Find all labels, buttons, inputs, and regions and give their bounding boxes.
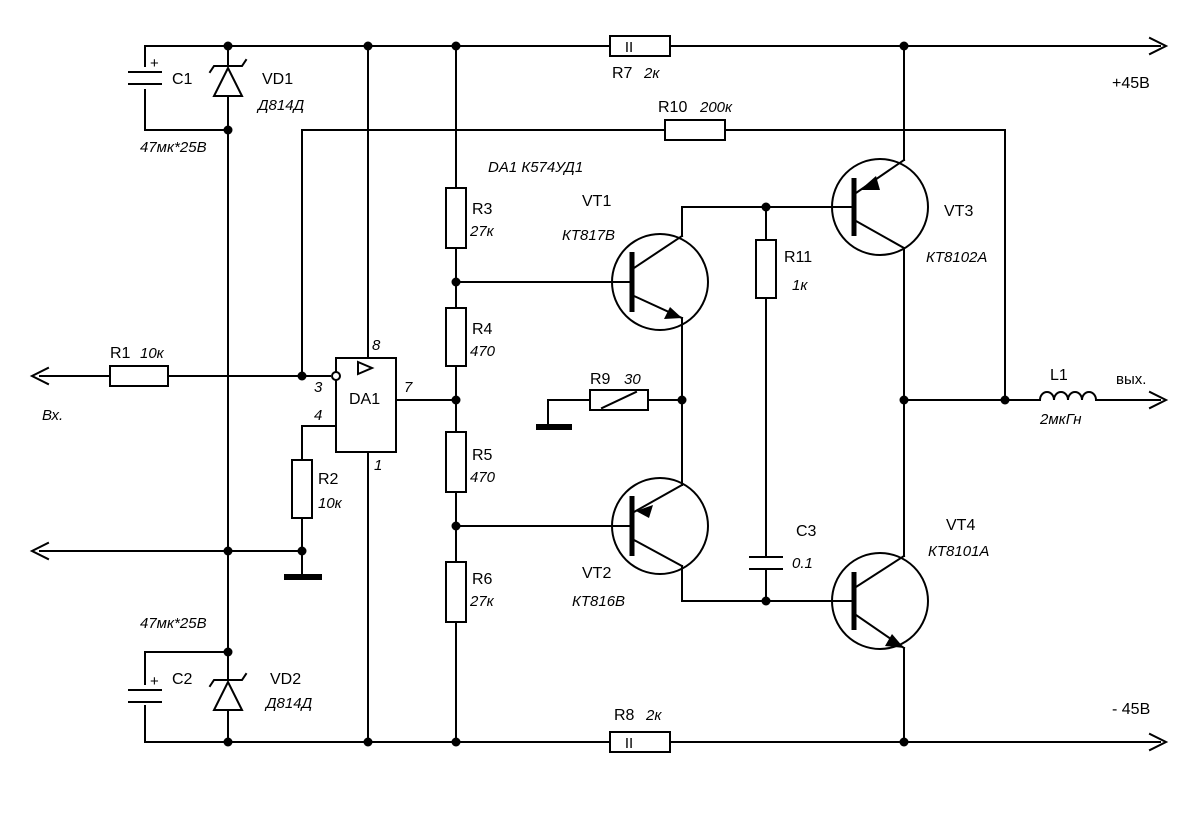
r8-name: R8 xyxy=(614,707,635,724)
r7-name: R7 xyxy=(612,65,633,82)
r1-name: R1 xyxy=(110,345,131,362)
resistor-r6 xyxy=(445,561,467,623)
ground-symbol xyxy=(536,424,572,430)
r9-name: R9 xyxy=(590,371,611,388)
vt2-type: КТ816В xyxy=(572,593,625,610)
c2-value: 47мк*25В xyxy=(140,615,207,632)
capacitor-c2: + xyxy=(128,673,162,703)
da1-pin4: 4 xyxy=(314,407,322,424)
junction-dots xyxy=(223,41,1010,747)
vt1-name: VT1 xyxy=(582,193,611,210)
resistor-r4 xyxy=(445,307,467,367)
r11-name: R11 xyxy=(784,249,812,266)
r7-value: 2к xyxy=(643,65,660,82)
da1-name: DA1 xyxy=(349,391,380,408)
l1-value: 2мкГн xyxy=(1039,411,1081,428)
vt4-type: КТ8101А xyxy=(928,543,989,560)
c2-name: C2 xyxy=(172,671,193,688)
c1-value: 47мк*25В xyxy=(140,139,207,156)
r3-value: 27к xyxy=(469,223,495,240)
vt3-type: КТ8102А xyxy=(926,249,987,266)
c2-plus: + xyxy=(150,673,159,690)
capacitor-c1: + xyxy=(128,55,162,85)
r2-value: 10к xyxy=(318,495,343,512)
r5-name: R5 xyxy=(472,447,493,464)
input-label: Вх. xyxy=(42,407,63,424)
vd1-type: Д814Д xyxy=(256,97,305,114)
resistor-r10 xyxy=(664,119,726,141)
inductor-l1 xyxy=(1038,391,1098,402)
vt2-name: VT2 xyxy=(582,565,611,582)
r5-value: 470 xyxy=(470,469,496,486)
c3-name: C3 xyxy=(796,523,817,540)
r7-fuse-mark: II xyxy=(625,39,633,56)
c1-plus: + xyxy=(150,55,159,72)
resistor-r1 xyxy=(109,365,169,387)
da1-pin3: 3 xyxy=(314,379,323,396)
zener-vd2 xyxy=(208,672,248,711)
r1-value: 10к xyxy=(140,345,165,362)
vd2-type: Д814Д xyxy=(264,695,313,712)
vd2-name: VD2 xyxy=(270,671,301,688)
r4-name: R4 xyxy=(472,321,493,338)
da1-pin8: 8 xyxy=(372,337,381,354)
r8-fuse-mark: II xyxy=(625,735,633,752)
transistor-vt2 xyxy=(611,477,709,575)
resistor-r7 xyxy=(609,35,671,57)
zener-vd1 xyxy=(208,58,248,97)
positive-rail-label: +45В xyxy=(1112,75,1150,92)
wires xyxy=(29,36,1169,752)
da1-pin7: 7 xyxy=(404,379,413,396)
r6-value: 27к xyxy=(469,593,495,610)
r8-value: 2к xyxy=(645,707,662,724)
vd1-name: VD1 xyxy=(262,71,293,88)
resistor-r3 xyxy=(445,187,467,249)
l1-name: L1 xyxy=(1050,367,1068,384)
opamp-da1 xyxy=(331,357,397,453)
r10-value: 200к xyxy=(699,99,733,116)
r2-name: R2 xyxy=(318,471,339,488)
negative-rail-label: - 45В xyxy=(1112,701,1150,718)
c1-name: C1 xyxy=(172,71,193,88)
r3-name: R3 xyxy=(472,201,493,218)
vt3-name: VT3 xyxy=(944,203,973,220)
resistor-r2 xyxy=(291,459,313,519)
transistor-vt4 xyxy=(831,552,929,650)
c3-value: 0.1 xyxy=(792,555,813,572)
r9-value: 30 xyxy=(624,371,641,388)
r11-value: 1к xyxy=(792,277,808,294)
capacitor-c3 xyxy=(749,556,783,570)
resistor-r5 xyxy=(445,431,467,493)
resistor-r11 xyxy=(755,239,777,299)
transistor-vt3 xyxy=(831,158,929,256)
vt4-name: VT4 xyxy=(946,517,975,534)
r4-value: 470 xyxy=(470,343,496,360)
vt1-type: КТ817В xyxy=(562,227,615,244)
da1-pin1: 1 xyxy=(374,457,382,474)
ground-symbol xyxy=(284,574,322,580)
transistor-vt1 xyxy=(611,233,709,331)
resistor-r8 xyxy=(609,731,671,753)
r10-name: R10 xyxy=(658,99,687,116)
resistors xyxy=(109,35,777,753)
r6-name: R6 xyxy=(472,571,493,588)
output-label: вых. xyxy=(1116,371,1146,388)
labels: +45В - 45В Вх. вых. C1 47мк*25В VD1 Д814… xyxy=(42,65,1150,724)
da1-type-label: DA1 К574УД1 xyxy=(488,159,583,176)
